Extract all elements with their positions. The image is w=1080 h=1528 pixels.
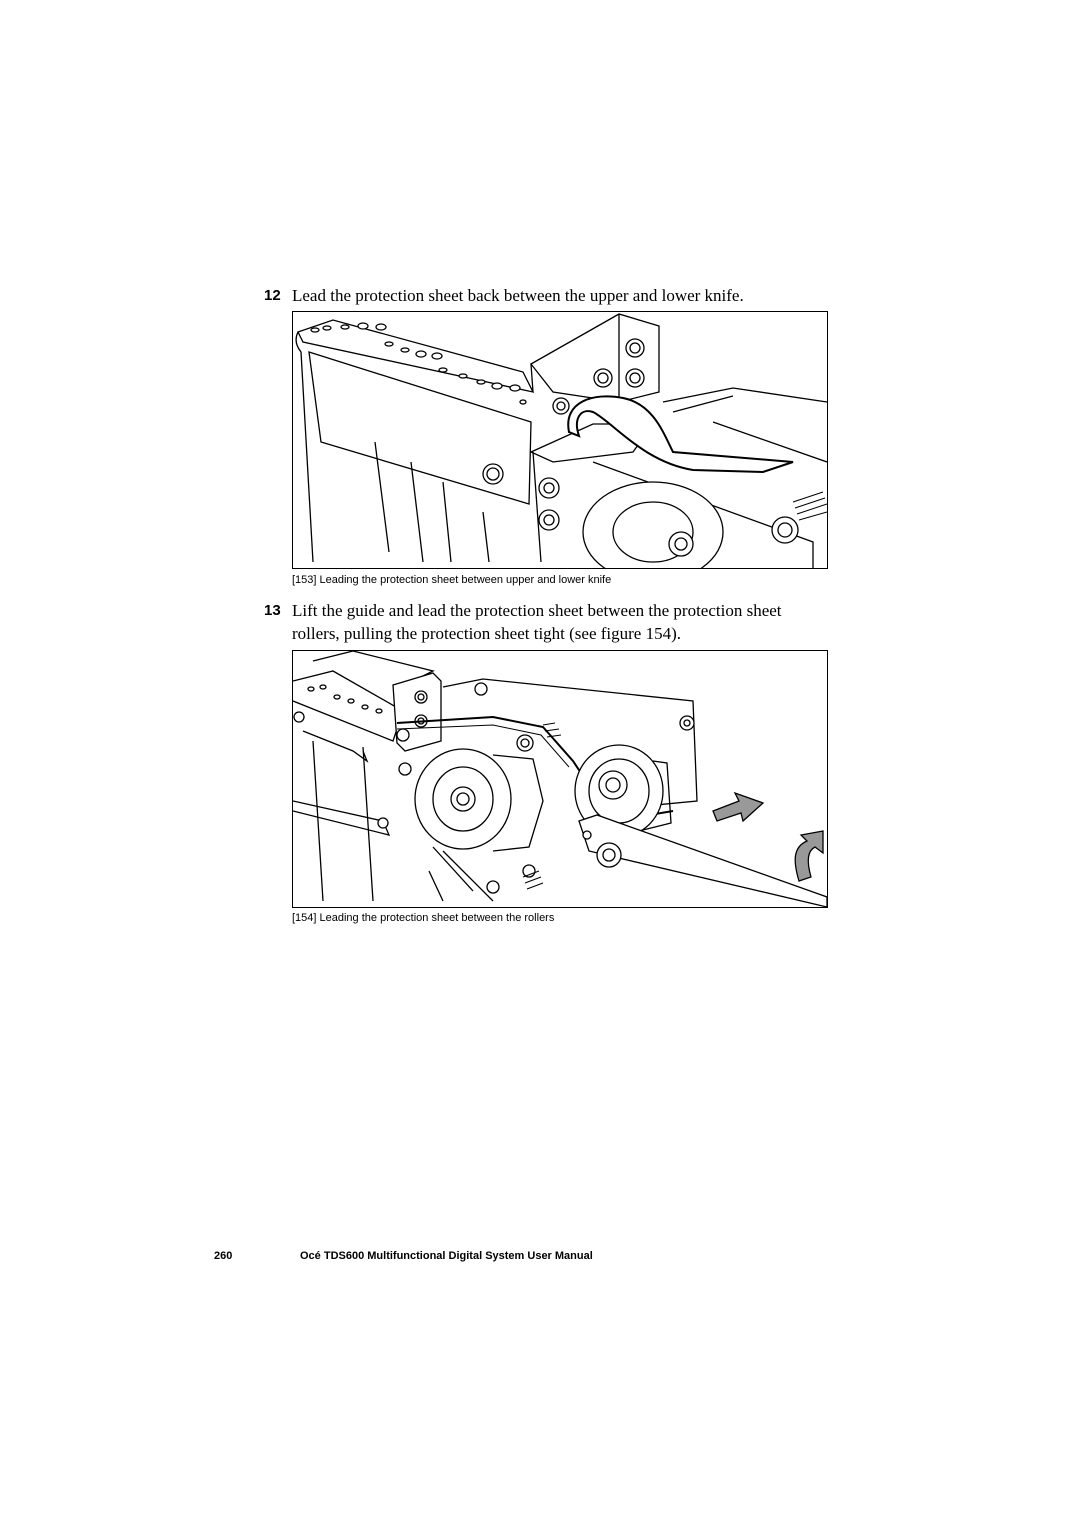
step-number: 13 bbox=[264, 602, 281, 619]
figure-154 bbox=[292, 650, 828, 908]
step-number: 12 bbox=[264, 287, 281, 304]
page-number: 260 bbox=[214, 1250, 233, 1262]
rollers-illustration bbox=[293, 651, 827, 907]
manual-title: Océ TDS600 Multifunctional Digital Syste… bbox=[300, 1250, 593, 1262]
knife-illustration bbox=[295, 313, 827, 568]
step-text: Lift the guide and lead the protection s… bbox=[292, 601, 782, 643]
figure-153 bbox=[292, 311, 828, 569]
figure-caption: [154] Leading the protection sheet betwe… bbox=[292, 912, 555, 924]
step-text: Lead the protection sheet back between t… bbox=[292, 286, 744, 305]
figure-caption: [153] Leading the protection sheet betwe… bbox=[292, 574, 612, 586]
